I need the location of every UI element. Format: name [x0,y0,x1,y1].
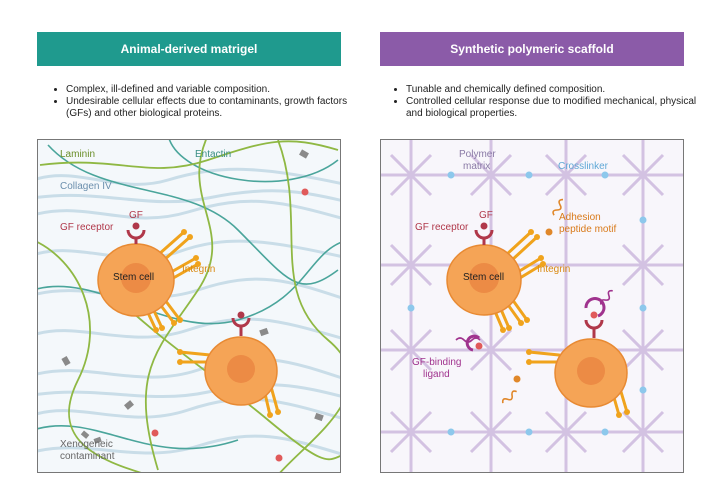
label-adhesion-1: Adhesion [559,212,601,223]
gf-receptor-2 [231,317,251,328]
label-collagen: Collagen IV [60,181,112,192]
stem-cell-1-nucleus [121,263,151,293]
scaffold-illustration [381,140,683,472]
collagen-fibers [38,167,340,456]
label-stem-cell-left: Stem cell [113,272,155,283]
right-panel-title: Synthetic polymeric scaffold [380,32,684,66]
gf-ligand-2 [237,311,245,319]
label-integrin-right: Integrin [537,264,571,275]
label-gf-receptor-left: GF receptor [60,222,114,233]
label-stem-cell-right: Stem cell [463,272,505,283]
integrin-beads-r1 [500,229,546,333]
label-xeno-1: Xenogeneic [60,439,113,450]
right-bullet-1: Tunable and chemically defined compositi… [406,84,706,96]
label-gf-right: GF [479,210,493,221]
stem-cell-2-nucleus [227,355,255,383]
gf-ligand-r1 [480,222,488,230]
right-title-text: Synthetic polymeric scaffold [450,42,614,56]
left-bullet-2: Undesirable cellular effects due to cont… [66,96,366,120]
left-title-text: Animal-derived matrigel [120,42,258,56]
label-laminin: Laminin [60,149,96,160]
entactin-fibers [38,140,340,450]
integrin-beads-1 [153,229,201,333]
stem-cell-r1-nucleus [469,263,499,293]
label-crosslinker: Crosslinker [558,161,609,172]
right-bullet-2: Controlled cellular response due to modi… [406,96,706,120]
laminin-fibers [38,140,340,472]
gf-receptor-1 [126,229,146,240]
synthetic-scaffold-diagram: Polymer matrix Crosslinker GF GF recepto… [380,139,684,473]
left-bullet-1: Complex, ill-defined and variable compos… [66,84,366,96]
gf-receptor-r2 [584,319,604,330]
label-gf-binding-1: GF-binding [412,357,462,368]
label-polymer-2: matrix [463,161,491,172]
matrigel-diagram: Laminin Entactin Collagen IV GF GF recep… [37,139,341,473]
stem-cell-r2-nucleus [577,357,605,385]
gf-receptor-r1 [474,229,494,240]
growth-factor-dots [151,188,309,462]
label-xeno-2: contaminant [60,451,115,462]
label-gf-receptor-right: GF receptor [415,222,469,233]
label-polymer-1: Polymer [459,149,496,160]
integrin-beads-r2 [526,349,630,418]
integrin-beads-2 [177,349,281,418]
gf-binding-ligand [465,334,481,352]
right-bullet-list: Tunable and chemically defined compositi… [392,84,706,120]
label-gf-left: GF [129,210,143,221]
label-integrin-left: Integrin [182,264,216,275]
left-panel-title: Animal-derived matrigel [37,32,341,66]
left-bullet-list: Complex, ill-defined and variable compos… [52,84,366,120]
gf-ligand-1 [132,222,140,230]
crosslinker-dots [407,171,647,436]
adhesion-peptide-squiggle [552,198,564,216]
adhesion-peptide-dot [545,228,553,236]
label-entactin: Entactin [195,149,232,160]
polymer-matrix [381,140,683,472]
label-adhesion-2: peptide motif [559,224,617,235]
label-gf-binding-2: ligand [423,369,450,380]
xenogeneic-contaminants [61,149,324,444]
matrigel-illustration [38,140,340,472]
